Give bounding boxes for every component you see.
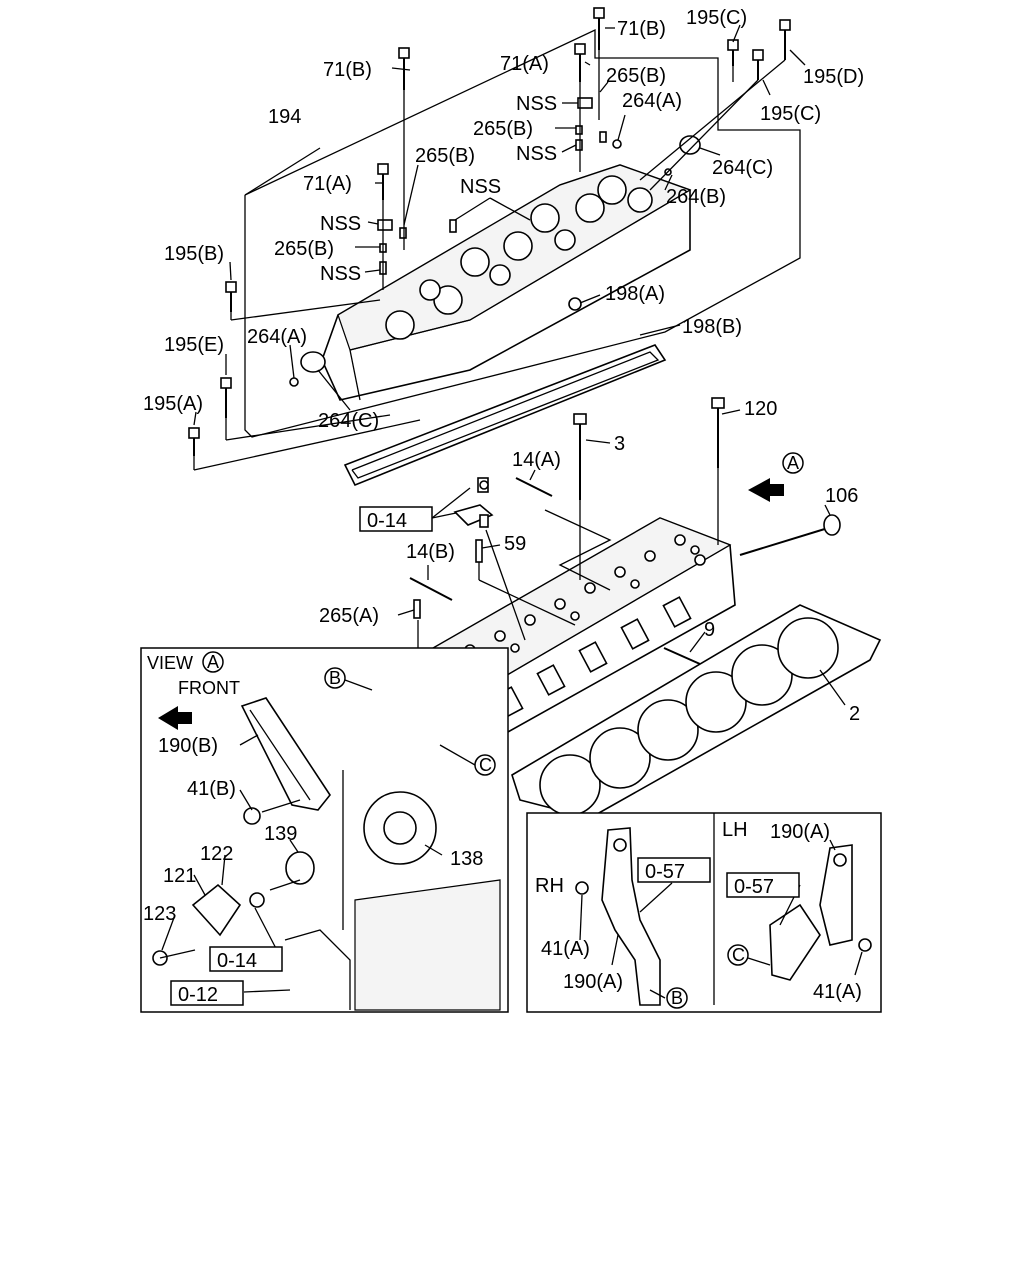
ref-014-view: 0-14 — [217, 950, 257, 972]
label-71b-left: 71(B) — [323, 59, 372, 81]
label-41a-lh: 41(A) — [813, 981, 862, 1003]
label-139: 139 — [264, 823, 297, 845]
label-195b: 195(B) — [164, 243, 224, 265]
label-71a-left: 71(A) — [303, 173, 352, 195]
label-nss-3: NSS — [320, 213, 361, 235]
label-138: 138 — [450, 848, 483, 870]
label-265b-2: 265(B) — [473, 118, 533, 140]
guide-lines-head — [417, 468, 719, 662]
label-190a-lh: 190(A) — [770, 821, 830, 843]
label-195c-top: 195(C) — [686, 7, 747, 29]
view-a-arrow — [748, 478, 784, 502]
label-rh: RH — [535, 875, 564, 897]
label-264c-top: 264(C) — [712, 157, 773, 179]
label-265b-top: 265(B) — [606, 65, 666, 87]
label-265b-3: 265(B) — [274, 238, 334, 260]
label-265a: 265(A) — [319, 605, 379, 627]
camshaft-carrier — [300, 135, 701, 401]
label-14a: 14(A) — [512, 449, 561, 471]
label-71b-top: 71(B) — [617, 18, 666, 40]
bearing-saddles — [385, 175, 653, 340]
rh-bracket — [575, 827, 661, 1006]
label-nss-center: NSS — [460, 176, 501, 198]
label-195d: 195(D) — [803, 66, 864, 88]
head-gasket — [511, 604, 882, 819]
label-195e: 195(E) — [164, 334, 224, 356]
view-front: FRONT — [178, 678, 240, 698]
ref-057-rh: 0-57 — [645, 861, 685, 883]
label-265b-left: 265(B) — [415, 145, 475, 167]
label-2: 2 — [849, 703, 860, 725]
circle-a-view: A — [207, 652, 219, 672]
label-106: 106 — [825, 485, 858, 507]
ref-014-top: 0-14 — [367, 510, 407, 532]
seal-264c-left — [300, 351, 326, 373]
circled-letters: A B C B C A — [202, 452, 804, 1009]
circle-c-lh: C — [732, 945, 745, 965]
label-198a: 198(A) — [605, 283, 665, 305]
label-264a-top: 264(A) — [622, 90, 682, 112]
label-nss-1: NSS — [516, 93, 557, 115]
label-194: 194 — [268, 106, 301, 128]
label-lh: LH — [722, 819, 748, 841]
head-bolts — [409, 397, 841, 665]
label-264b: 264(B) — [666, 186, 726, 208]
label-264c-bottom: 264(C) — [318, 410, 379, 432]
view-a-parts — [152, 697, 501, 1011]
label-122: 122 — [200, 843, 233, 865]
label-nss-2: NSS — [516, 143, 557, 165]
label-190b: 190(B) — [158, 735, 218, 757]
guide-lines-upper — [193, 50, 786, 471]
label-198b: 198(B) — [682, 316, 742, 338]
label-9: 9 — [704, 619, 715, 641]
label-190a-rh: 190(A) — [563, 971, 623, 993]
label-41b: 41(B) — [187, 778, 236, 800]
leader-lines — [161, 24, 863, 999]
circle-c-head: C — [479, 755, 492, 775]
lh-bracket — [769, 844, 872, 981]
front-arrow — [158, 706, 192, 730]
circle-a-arrow: A — [787, 453, 799, 473]
seal-264c-right — [679, 135, 701, 155]
label-121: 121 — [163, 865, 196, 887]
label-195a: 195(A) — [143, 393, 203, 415]
ref-057-lh: 0-57 — [734, 876, 774, 898]
label-120: 120 — [744, 398, 777, 420]
part-labels: 71(B) 195(C) 71(B) 71(A) 265(B) 195(D) 1… — [143, 7, 864, 1003]
label-264a-left: 264(A) — [247, 326, 307, 348]
circle-b-head: B — [329, 668, 341, 688]
view-title: VIEW — [147, 653, 193, 673]
circle-b-rh: B — [671, 988, 683, 1008]
label-71a-mid: 71(A) — [500, 53, 549, 75]
label-3: 3 — [614, 433, 625, 455]
group-194-border — [244, 28, 801, 438]
label-nss-4: NSS — [320, 263, 361, 285]
label-195c-right: 195(C) — [760, 103, 821, 125]
gasket-198b — [343, 344, 667, 487]
plug-198a — [568, 297, 582, 311]
label-14b: 14(B) — [406, 541, 455, 563]
label-41a-rh: 41(A) — [541, 938, 590, 960]
label-59: 59 — [504, 533, 526, 555]
reference-boxes: 0-14 0-14 0-12 0-57 0-57 — [170, 506, 800, 1006]
ref-012: 0-12 — [178, 984, 218, 1006]
label-123: 123 — [143, 903, 176, 925]
